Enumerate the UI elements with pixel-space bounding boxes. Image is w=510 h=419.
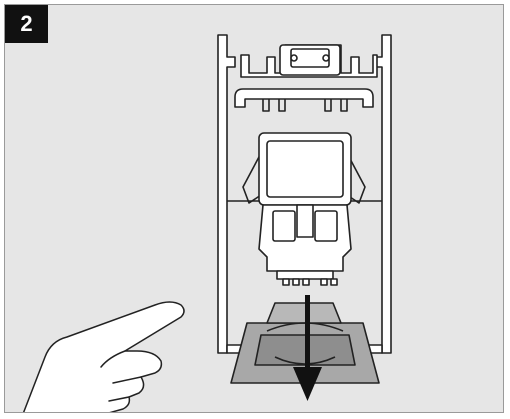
down-arrow-icon [293, 295, 322, 401]
step-number-badge: 2 [5, 5, 48, 43]
driver-module-icon [242, 132, 366, 286]
installation-illustration [22, 34, 392, 412]
hand-pointer-icon [22, 301, 185, 412]
instruction-panel: 2 [4, 4, 504, 413]
rail-profile-icon [217, 34, 392, 354]
